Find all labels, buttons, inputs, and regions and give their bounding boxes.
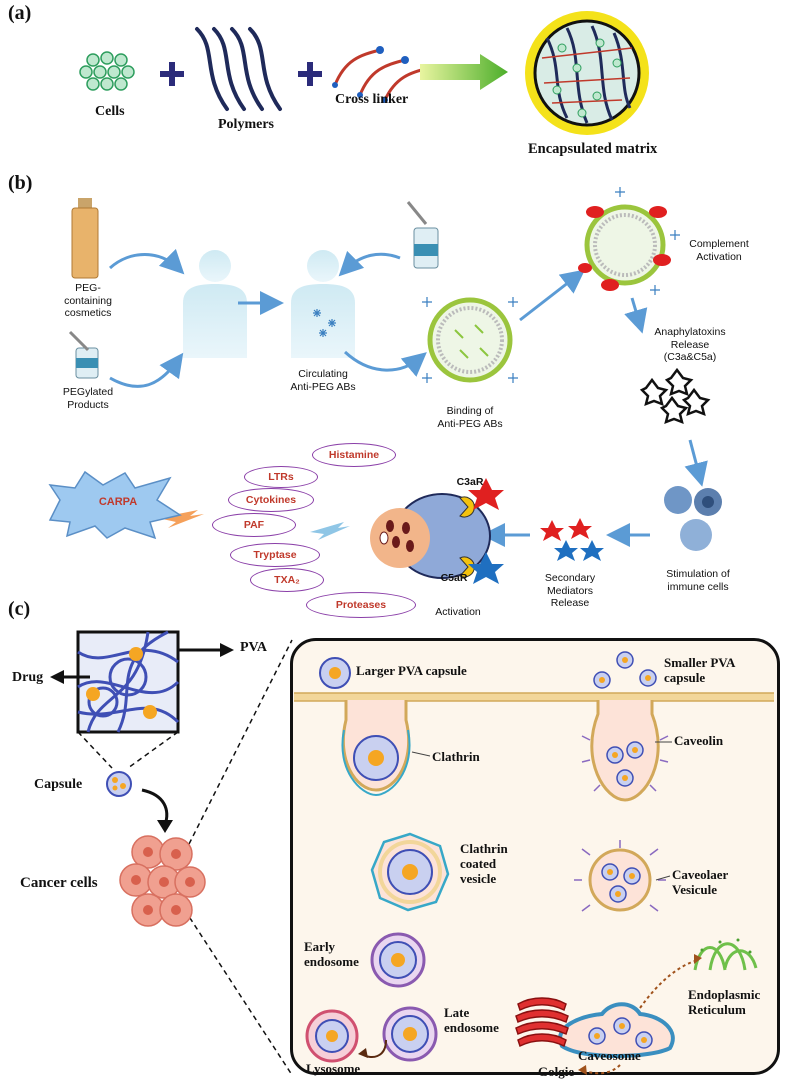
smaller-capsule-label: Smaller PVA capsule <box>664 655 736 685</box>
panel-label-a: (a) <box>8 2 32 24</box>
mediator-ltrs: LTRs <box>244 466 318 488</box>
immune-cells-icon <box>664 486 722 551</box>
anaphylatoxins-label: Anaphylatoxins Release (C3a&C5a) <box>654 326 726 364</box>
larger-capsule-label: Larger PVA capsule <box>356 663 467 678</box>
golgi-icon <box>515 997 569 1048</box>
pva-label: PVA <box>240 640 267 655</box>
human-silhouette-1 <box>183 250 247 358</box>
capsule-icon <box>106 771 132 797</box>
peg-cosmetics-label: PEG- containing cosmetics <box>64 282 112 320</box>
early-endosome-label: Early endosome <box>304 939 359 969</box>
capsule-label: Capsule <box>34 777 83 792</box>
er-label: Endoplasmic Reticulum <box>688 987 761 1017</box>
human-silhouette-2 <box>291 250 355 358</box>
late-to-lysosome-arrow <box>358 1039 387 1058</box>
carpa-burst-icon <box>48 470 182 540</box>
anaphylatoxin-stars-icon <box>639 367 711 425</box>
caveolin-pit-icon <box>581 700 669 802</box>
liposome-binding-icon <box>422 297 518 383</box>
smaller-capsules-icon <box>593 651 657 689</box>
binding-abs-label: Binding of Anti-PEG ABs <box>437 405 503 430</box>
drug-label: Drug <box>12 670 44 685</box>
larger-capsule-icon <box>319 657 351 689</box>
panel-label-b: (b) <box>8 172 33 194</box>
drug-arrow <box>50 670 90 684</box>
lysosome-label: Lysosome <box>306 1061 361 1076</box>
caveosome-icon <box>558 1002 675 1058</box>
late-endosome-icon <box>382 1006 438 1062</box>
activation-label: Activation <box>435 606 481 618</box>
encapsulated-matrix-label: Encapsulated matrix <box>528 141 658 157</box>
golgie-label: Golgie <box>538 1064 575 1079</box>
flow-arrows-b <box>108 248 648 388</box>
flow-arrows-b2 <box>481 439 708 547</box>
lysosome-icon <box>305 1009 359 1063</box>
lightning-icons <box>158 510 350 540</box>
mediator-paf: PAF <box>212 513 296 537</box>
mast-cell-icon <box>370 478 504 584</box>
caveolaer-vesicle-label: Caveolaer Vesicule <box>672 867 729 897</box>
capsule-to-cancer-arrow <box>141 788 173 833</box>
pva-arrow <box>178 643 234 657</box>
mediator-tryptase: Tryptase <box>230 543 320 567</box>
panel-label-c: (c) <box>8 598 31 620</box>
carpa-label: CARPA <box>98 496 138 508</box>
c3ar-label: C3aR <box>456 476 484 488</box>
caveolin-label: Caveolin <box>674 733 724 748</box>
polymers-label: Polymers <box>218 117 274 132</box>
mediator-txa2: TXA₂ <box>250 568 324 592</box>
plus-icon-1 <box>160 62 184 86</box>
clathrin-vesicle-icon <box>370 832 450 912</box>
pva-matrix-box <box>76 630 180 734</box>
cells-label: Cells <box>95 104 125 119</box>
secondary-mediators-icon <box>540 518 604 561</box>
cross-linker-label: Cross linker <box>335 92 409 107</box>
clathrin-vesicle-label: Clathrin coated vesicle <box>460 841 508 886</box>
clathrin-label: Clathrin <box>432 749 480 764</box>
syringe-vial-icon-right <box>406 201 439 269</box>
mediator-cytokines: Cytokines <box>228 488 314 512</box>
cancer-cells-icon <box>119 835 206 927</box>
syringe-vial-icon-left <box>68 330 99 379</box>
caveosome-label: Caveosome <box>578 1048 641 1063</box>
cancer-cells-label: Cancer cells <box>20 875 98 891</box>
caveolar-vesicle-icon <box>574 840 666 912</box>
green-arrow-icon <box>420 54 508 90</box>
er-icon <box>693 938 758 971</box>
plus-icon-2 <box>298 62 322 86</box>
circulating-abs-label: Circulating Anti-PEG ABs <box>290 368 356 393</box>
cosmetics-bottle-icon <box>71 198 99 279</box>
stimulation-label: Stimulation of immune cells <box>666 568 730 593</box>
complement-activation-label: Complement Activation <box>689 238 749 263</box>
encapsulated-matrix-icon <box>525 11 649 135</box>
mediator-proteases: Proteases <box>306 592 416 618</box>
mediator-histamine: Histamine <box>312 443 396 467</box>
c5ar-label: C5aR <box>440 572 468 584</box>
early-endosome-icon <box>370 932 426 988</box>
clathrin-pit-icon <box>341 700 411 797</box>
secondary-mediators-label: Secondary Mediators Release <box>544 572 596 610</box>
cells-cluster-icon <box>79 51 135 91</box>
complement-activation-icon <box>578 187 680 295</box>
pegylated-products-label: PEGylated Products <box>62 386 114 411</box>
late-endosome-label: Late endosome <box>444 1005 499 1035</box>
polymers-icon <box>195 27 282 111</box>
